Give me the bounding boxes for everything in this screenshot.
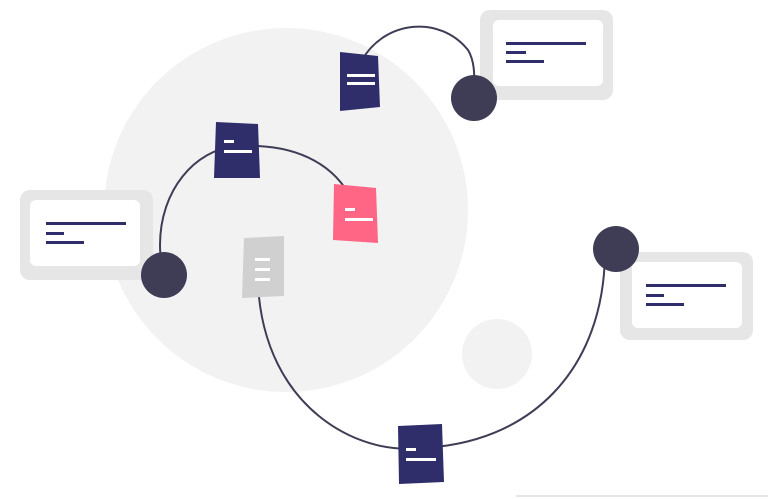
- document-icon: [340, 52, 380, 111]
- document-icon: [398, 424, 444, 484]
- baseline-divider: [516, 495, 768, 497]
- node-dot-icon: [451, 75, 497, 121]
- document-icon: [242, 236, 284, 298]
- node-dot-icon: [141, 252, 187, 298]
- connector-top: [361, 25, 476, 96]
- text-card-left: [20, 190, 153, 280]
- text-card-top-right: [480, 10, 613, 100]
- document-icon: [214, 122, 260, 178]
- small-backdrop-circle: [462, 319, 532, 389]
- node-dot-icon: [593, 226, 639, 272]
- document-icon: [333, 184, 378, 243]
- backdrop-circle: [104, 28, 468, 392]
- text-card-right: [620, 252, 753, 340]
